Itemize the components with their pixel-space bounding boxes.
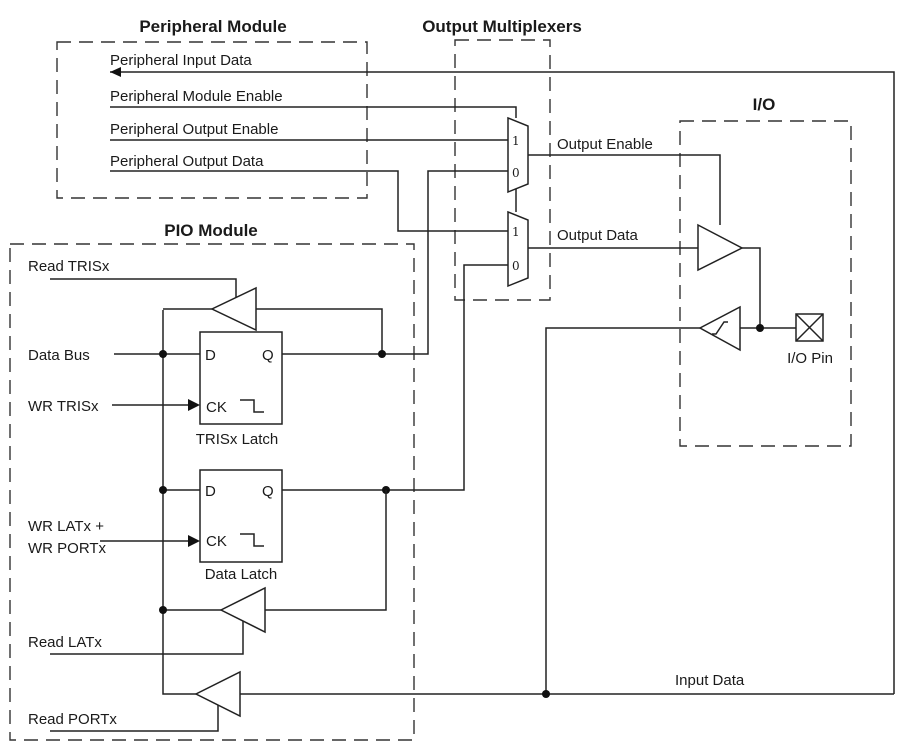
data-q-wire: [282, 264, 508, 491]
data-latch-edge-icon: [240, 533, 264, 547]
read-portx-label: Read PORTx: [28, 711, 117, 728]
output-multiplexers-boundary: [454, 39, 551, 301]
tris-q-wire: [282, 170, 508, 355]
wr-latx-label-line1: WR LATx +: [28, 518, 104, 535]
pio-module-title: PIO Module: [164, 221, 258, 240]
output-enable-mux-in1: 1: [512, 134, 520, 148]
internal-data-bus-wire: [162, 310, 196, 695]
output-multiplexers-title: Output Multiplexers: [422, 17, 582, 36]
output-data-mux: [507, 210, 529, 288]
wr-trisx-clock-arrow: [188, 399, 200, 411]
lat-buffer-junction-dot: [159, 606, 167, 614]
data-latch-d: D: [205, 483, 216, 500]
output-enable-label: Output Enable: [557, 136, 653, 153]
io-title: I/O: [753, 95, 776, 114]
tris-readback-wire: [163, 308, 383, 354]
data-latch-ck: CK: [206, 533, 227, 550]
output-buffer: [697, 223, 744, 272]
read-trisx-wire: [50, 278, 237, 299]
peripheral-input-data-arrow: [110, 67, 121, 77]
data-latch-name: Data Latch: [205, 566, 278, 583]
trisx-latch-edge-icon: [240, 399, 264, 413]
wr-latx-clock-arrow: [188, 535, 200, 547]
peripheral-module-boundary: [56, 41, 368, 199]
output-enable-mux-in0: 0: [512, 166, 520, 180]
input-data-label: Input Data: [675, 672, 745, 689]
io-pin-cross: [795, 313, 824, 342]
read-trisx-label: Read TRISx: [28, 258, 110, 275]
peripheral-input-data-label: Peripheral Input Data: [110, 52, 252, 69]
read-latx-label: Read LATx: [28, 634, 102, 651]
output-enable-mux: [507, 116, 529, 194]
trisx-latch-name: TRISx Latch: [196, 431, 279, 448]
trisx-latch-d: D: [205, 347, 216, 364]
output-data-mux-in0: 0: [512, 259, 520, 273]
read-latx-wire: [50, 621, 244, 655]
pin-junction-dot: [756, 324, 764, 332]
wr-latx-label-line2: WR PORTx: [28, 540, 107, 557]
wr-trisx-label: WR TRISx: [28, 398, 99, 415]
peripheral-input-data-wire: [110, 71, 895, 694]
peripheral-output-data-wire: [110, 170, 508, 232]
data-latch-box: [199, 469, 283, 563]
output-data-label: Output Data: [557, 227, 639, 244]
tris-q-junction-dot: [378, 350, 386, 358]
data-latch-d-junction-dot: [159, 486, 167, 494]
lat-readback-wire: [265, 490, 387, 611]
peripheral-output-data-label: Peripheral Output Data: [110, 153, 264, 170]
peripheral-output-enable-label: Peripheral Output Enable: [110, 121, 278, 138]
trisx-latch-ck: CK: [206, 399, 227, 416]
peripheral-module-enable-wire: [110, 106, 517, 118]
output-buffer-to-pin-wire: [742, 247, 761, 328]
peripheral-module-enable-label: Peripheral Module Enable: [110, 88, 283, 105]
data-latch-q: Q: [262, 483, 274, 500]
read-portx-wire: [50, 705, 219, 732]
peripheral-module-title: Peripheral Module: [139, 17, 286, 36]
output-enable-wire: [528, 154, 721, 225]
trisx-latch-q: Q: [262, 347, 274, 364]
io-pin-label: I/O Pin: [787, 350, 833, 367]
data-bus-junction-dot: [159, 350, 167, 358]
input-data-junction-dot: [542, 690, 550, 698]
read-trisx-buffer: [210, 286, 257, 332]
input-path-wire: [545, 327, 700, 694]
data-bus-label: Data Bus: [28, 347, 90, 364]
pio-module-boundary: [9, 243, 415, 741]
output-data-mux-in1: 1: [512, 225, 520, 239]
io-boundary: [679, 120, 852, 447]
schmitt-trigger-icon: [712, 321, 728, 335]
trisx-latch-box: [199, 331, 283, 425]
